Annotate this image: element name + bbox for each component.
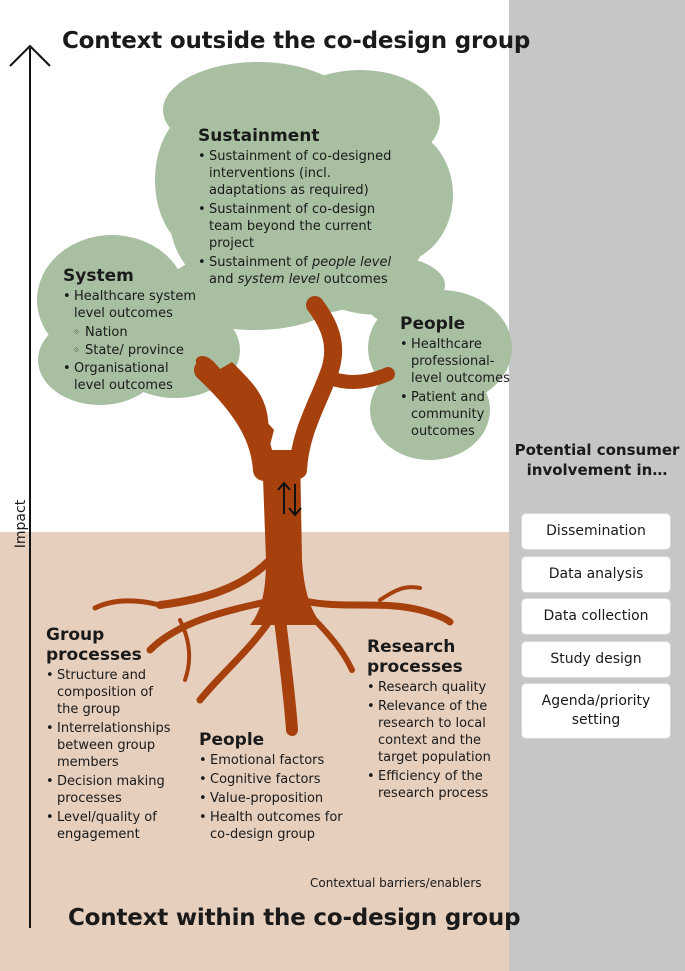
research-processes-block: Research processes Research quality Rele… xyxy=(367,637,502,804)
list-item: Level/quality of engagement xyxy=(46,809,176,843)
list-item: Healthcare professional-level outcomes xyxy=(400,336,510,387)
people-canopy-heading: People xyxy=(400,314,466,334)
people-roots-block: People Emotional factors Cognitive facto… xyxy=(199,730,349,845)
list-item: Structure and composition of the group xyxy=(46,667,176,718)
sustainment-block: Sustainment Sustainment of co-designed i… xyxy=(198,126,398,290)
list-item: Research quality xyxy=(367,679,502,696)
people-roots-heading: People xyxy=(199,730,265,750)
list-item: Emotional factors xyxy=(199,752,349,769)
list-item: Value-proposition xyxy=(199,790,349,807)
tree-trunk xyxy=(92,296,454,736)
group-processes-heading: Group processes xyxy=(46,625,142,665)
list-item: Decision making processes xyxy=(46,773,176,807)
involvement-data-collection: Data collection xyxy=(522,599,670,634)
impact-axis-arrow xyxy=(9,44,51,928)
involvement-agenda-setting: Agenda/priority setting xyxy=(522,684,670,738)
people-canopy-list: Healthcare professional-level outcomes P… xyxy=(400,336,510,440)
system-heading: System xyxy=(63,266,134,286)
people-canopy-block: People Healthcare professional-level out… xyxy=(400,314,510,442)
impact-axis-label: Impact xyxy=(13,499,29,549)
list-item: Cognitive factors xyxy=(199,771,349,788)
contextual-barriers-note: Contextual barriers/enablers xyxy=(310,876,482,890)
list-item: Interrelationships between group members xyxy=(46,720,176,771)
list-subitem: State/ province xyxy=(63,342,198,359)
research-processes-list: Research quality Relevance of the resear… xyxy=(367,679,502,802)
involvement-dissemination: Dissemination xyxy=(522,514,670,549)
list-item: Sustainment of people level and system l… xyxy=(198,254,398,288)
list-item: Sustainment of co-designed interventions… xyxy=(198,148,398,199)
group-processes-block: Group processes Structure and compositio… xyxy=(46,625,176,845)
side-panel xyxy=(509,0,685,971)
sustainment-heading: Sustainment xyxy=(198,126,320,146)
system-block: System Healthcare system level outcomes … xyxy=(63,266,198,396)
two-way-arrow-icon xyxy=(277,481,302,517)
list-item: Healthcare system level outcomes xyxy=(63,288,198,322)
system-list: Healthcare system level outcomes Nation … xyxy=(63,288,198,394)
people-roots-list: Emotional factors Cognitive factors Valu… xyxy=(199,752,349,843)
list-item: Health outcomes for co-design group xyxy=(199,809,349,843)
list-item: Sustainment of co-design team beyond the… xyxy=(198,201,398,252)
list-subitem: Nation xyxy=(63,324,198,341)
group-processes-list: Structure and composition of the group I… xyxy=(46,667,176,843)
involvement-study-design: Study design xyxy=(522,642,670,677)
research-processes-heading: Research processes xyxy=(367,637,463,677)
title-outside-context: Context outside the co-design group xyxy=(62,28,531,54)
title-within-context: Context within the co-design group xyxy=(68,905,521,931)
consumer-involvement-heading: Potential consumer involvement in… xyxy=(514,441,680,479)
involvement-data-analysis: Data analysis xyxy=(522,557,670,592)
list-item: Efficiency of the research process xyxy=(367,768,502,802)
list-item: Patient and community outcomes xyxy=(400,389,510,440)
list-item: Organisational level outcomes xyxy=(63,360,198,394)
sustainment-list: Sustainment of co-designed interventions… xyxy=(198,148,398,288)
list-item: Relevance of the research to local conte… xyxy=(367,698,502,766)
